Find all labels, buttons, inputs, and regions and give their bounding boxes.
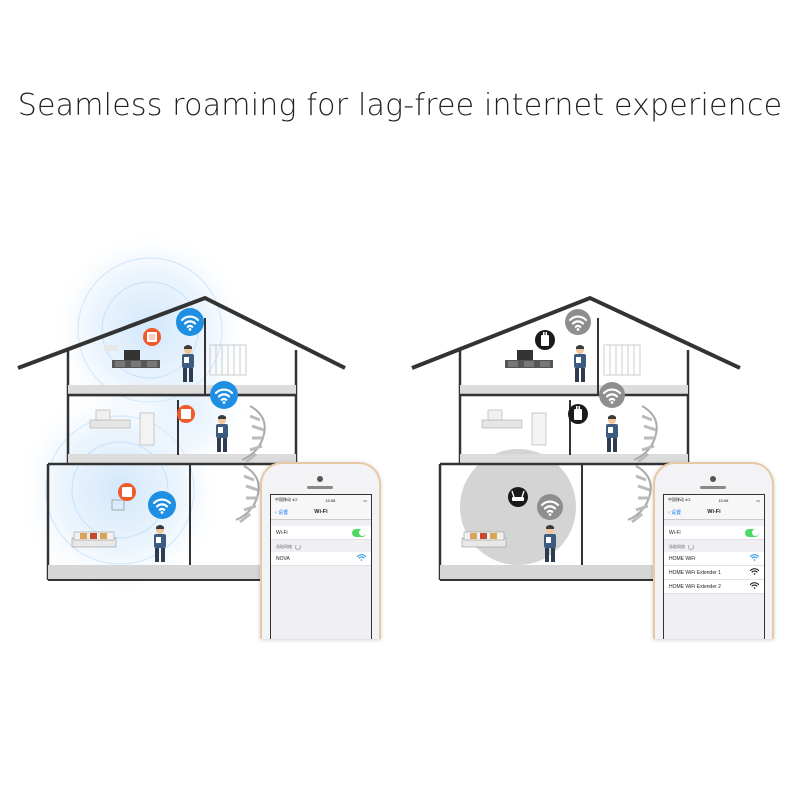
mesh-node-icon: [177, 405, 195, 423]
nav-bar: ‹ 设置 Wi-Fi: [664, 505, 764, 520]
nav-title: Wi-Fi: [707, 509, 721, 515]
battery-icon: ▭: [756, 497, 760, 503]
wifi-label: Wi-Fi: [276, 529, 288, 536]
status-network: 4G: [685, 497, 691, 502]
network-row[interactable]: NOVA: [271, 552, 371, 566]
status-carrier: 中国移动: [275, 497, 291, 502]
headline: Seamless roaming for lag-free internet e…: [17, 88, 783, 123]
wifi-icon: [357, 554, 366, 563]
router-icon: [508, 487, 528, 507]
extender-icon: [535, 330, 555, 350]
wifi-icon: [750, 582, 759, 591]
section-label: 选取网络: [664, 540, 764, 552]
wifi-toggle-row: Wi-Fi: [271, 526, 371, 540]
camera-icon: [317, 476, 323, 482]
wifi-icon: [599, 382, 625, 408]
wifi-icon: [148, 491, 176, 519]
network-name: HOME WiFi: [669, 555, 696, 562]
back-button[interactable]: ‹ 设置: [275, 510, 289, 516]
wifi-icon: [565, 309, 591, 335]
status-carrier: 中国移动: [668, 497, 684, 502]
section-label: 选取网络: [271, 540, 371, 552]
nav-bar: ‹ 设置 Wi-Fi: [271, 505, 371, 520]
wifi-icon: [210, 381, 238, 409]
left-house: [17, 235, 346, 590]
mesh-node-icon: [143, 328, 161, 346]
status-bar: 中国移动 4G 15:58 ▭: [664, 495, 764, 505]
right-phone: 中国移动 4G 15:58 ▭ ‹ 设置 Wi-Fi Wi-Fi 选取网络 HO…: [653, 462, 774, 639]
extender-icon: [568, 404, 588, 424]
wifi-icon: [537, 494, 563, 520]
wifi-icon: [750, 568, 759, 577]
right-house: [411, 295, 741, 581]
battery-icon: ▭: [363, 497, 367, 503]
wifi-toggle-row: Wi-Fi: [664, 526, 764, 540]
network-list: NOVA: [271, 552, 371, 566]
right-phone-screen: 中国移动 4G 15:58 ▭ ‹ 设置 Wi-Fi Wi-Fi 选取网络 HO…: [663, 494, 765, 639]
wifi-icon: [750, 554, 759, 563]
status-time: 15:58: [325, 497, 336, 503]
left-phone: 中国移动 4G 15:58 ▭ ‹ 设置 Wi-Fi Wi-Fi 选取网络 NO…: [260, 462, 381, 639]
back-button[interactable]: ‹ 设置: [668, 510, 682, 516]
mesh-node-icon: [118, 483, 136, 501]
spinner-icon: [295, 544, 301, 550]
wifi-label: Wi-Fi: [669, 529, 681, 536]
network-name: HOME WiFi Extender 1: [669, 569, 721, 576]
network-row[interactable]: HOME WiFi Extender 2: [664, 580, 764, 594]
wifi-toggle[interactable]: [352, 528, 366, 537]
status-network: 4G: [292, 497, 298, 502]
wifi-toggle[interactable]: [745, 528, 759, 537]
wifi-icon: [176, 308, 204, 336]
network-name: NOVA: [276, 555, 290, 562]
network-row[interactable]: HOME WiFi Extender 1: [664, 566, 764, 580]
network-name: HOME WiFi Extender 2: [669, 583, 721, 590]
spinner-icon: [688, 544, 694, 550]
camera-icon: [710, 476, 716, 482]
left-phone-screen: 中国移动 4G 15:58 ▭ ‹ 设置 Wi-Fi Wi-Fi 选取网络 NO…: [270, 494, 372, 639]
status-bar: 中国移动 4G 15:58 ▭: [271, 495, 371, 505]
nav-title: Wi-Fi: [314, 509, 328, 515]
network-row[interactable]: HOME WiFi: [664, 552, 764, 566]
status-time: 15:58: [718, 497, 729, 503]
speaker-icon: [307, 486, 333, 489]
speaker-icon: [700, 486, 726, 489]
